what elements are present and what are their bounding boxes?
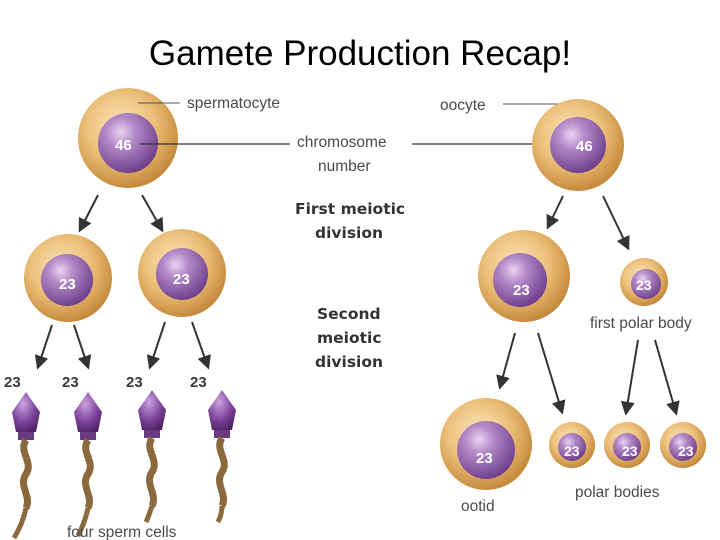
svg-text:23: 23 [678, 443, 694, 459]
second-meiotic-label-2: meiotic [317, 329, 382, 347]
polar-bodies-label: polar bodies [575, 484, 660, 501]
sperm-cell-4 [208, 390, 236, 524]
secondary-spermatocyte-left: 23 [24, 234, 112, 322]
sperm-cell-2 [74, 392, 102, 538]
first-polar-body-label: first polar body [590, 315, 692, 332]
slide-title: Gamete Production Recap! [148, 34, 572, 73]
chromosome-number-label-1: chromosome [297, 134, 387, 151]
ootid-cell: 23 [440, 398, 532, 490]
oocyte-label: oocyte [440, 97, 486, 114]
four-sperm-cells-label: four sperm cells [67, 524, 177, 540]
spermatocyte-count: 46 [115, 137, 132, 154]
ootid-count: 23 [476, 450, 493, 467]
spermatocyte-cell: 46 [78, 88, 178, 188]
sperm-cell-1 [11, 392, 40, 540]
first-meiotic-label-1: First meiotic [295, 200, 405, 218]
oocyte-cell: 46 [532, 99, 624, 191]
secondary-spermatocyte-right: 23 [138, 229, 226, 317]
first-meiotic-label-2: division [315, 224, 383, 242]
sperm-count-3: 23 [126, 374, 143, 391]
first-polar-body-count: 23 [636, 277, 652, 293]
sperm-count-2: 23 [62, 374, 79, 391]
chromosome-number-label-2: number [318, 158, 371, 175]
sperm-count-1: 23 [4, 374, 21, 391]
first-polar-body-cell: 23 [620, 258, 668, 306]
ootid-label: ootid [461, 498, 495, 515]
oocyte-count: 46 [576, 138, 593, 155]
sperm-cell-3 [138, 390, 166, 524]
sperm-count-4: 23 [190, 374, 207, 391]
svg-text:23: 23 [59, 276, 76, 293]
svg-text:23: 23 [622, 443, 638, 459]
polar-body-2: 23 [604, 422, 650, 468]
svg-text:23: 23 [564, 443, 580, 459]
spermatocyte-label: spermatocyte [187, 95, 280, 112]
svg-text:23: 23 [173, 271, 190, 288]
second-meiotic-label-3: division [315, 353, 383, 371]
secondary-oocyte-cell: 23 [478, 230, 570, 322]
second-meiotic-label-1: Second [317, 305, 381, 323]
polar-body-3: 23 [660, 422, 706, 468]
secondary-oocyte-count: 23 [513, 282, 530, 299]
polar-body-1: 23 [549, 422, 595, 468]
